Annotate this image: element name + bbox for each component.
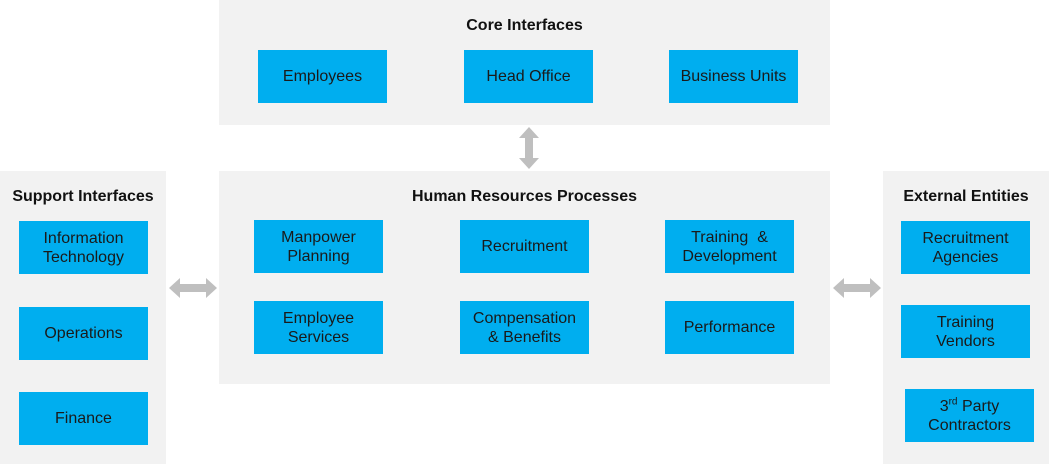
box-training-development: Training &Development bbox=[665, 220, 794, 273]
box-3rd-party-contractors: 3rd Party Contractors bbox=[905, 389, 1034, 442]
vertical-double-arrow bbox=[519, 127, 539, 169]
box-employees: Employees bbox=[258, 50, 387, 103]
support-interfaces-title: Support Interfaces bbox=[12, 188, 154, 205]
box-recruitment: Recruitment bbox=[460, 220, 589, 273]
external-entities-title: External Entities bbox=[903, 188, 1029, 205]
box-performance: Performance bbox=[665, 301, 794, 354]
box-business-units: Business Units bbox=[669, 50, 798, 103]
right-double-arrow bbox=[833, 278, 881, 298]
box-operations: Operations bbox=[19, 307, 148, 360]
contractor-line1: 3rd Party bbox=[939, 396, 1000, 415]
left-double-arrow bbox=[169, 278, 217, 298]
box-finance: Finance bbox=[19, 392, 148, 445]
hr-processes-title: Human Resources Processes bbox=[412, 188, 637, 205]
box-head-office: Head Office bbox=[464, 50, 593, 103]
core-interfaces-title: Core Interfaces bbox=[466, 17, 583, 34]
box-compensation-benefits: Compensation& Benefits bbox=[460, 301, 589, 354]
